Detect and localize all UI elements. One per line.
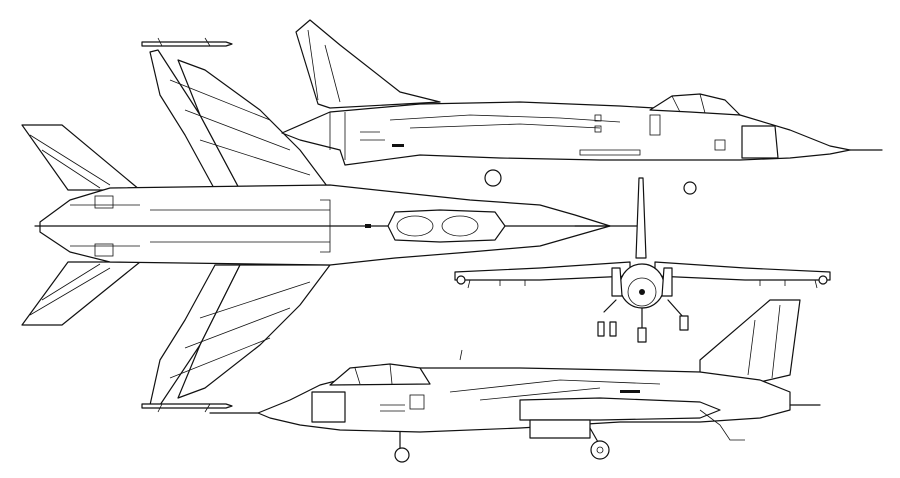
lower-main-wheel	[590, 440, 610, 460]
upper-fin	[295, 19, 441, 109]
side-view-lower	[209, 299, 821, 463]
lower-fin	[699, 299, 801, 383]
lower-canopy	[329, 363, 431, 386]
detail-circle-right	[683, 181, 697, 195]
detail-circle-left	[484, 169, 502, 187]
side-view-upper	[281, 19, 883, 166]
plan-lower-tailplane	[21, 261, 141, 326]
lower-nose-wheel	[394, 447, 410, 463]
plan-lower-missile	[141, 403, 233, 409]
front-view	[454, 177, 831, 343]
plan-fuselage	[39, 184, 611, 266]
plan-upper-tailplane	[21, 124, 141, 191]
plan-canopy	[387, 209, 506, 243]
plan-upper-missile	[141, 41, 233, 47]
front-fuselage	[619, 263, 665, 309]
lower-fuel-tank	[519, 397, 721, 421]
front-wing-right	[654, 261, 831, 281]
plan-lower-wing	[149, 264, 241, 409]
front-fin	[635, 177, 647, 259]
plan-view	[21, 37, 641, 413]
front-wing-left	[454, 261, 631, 281]
